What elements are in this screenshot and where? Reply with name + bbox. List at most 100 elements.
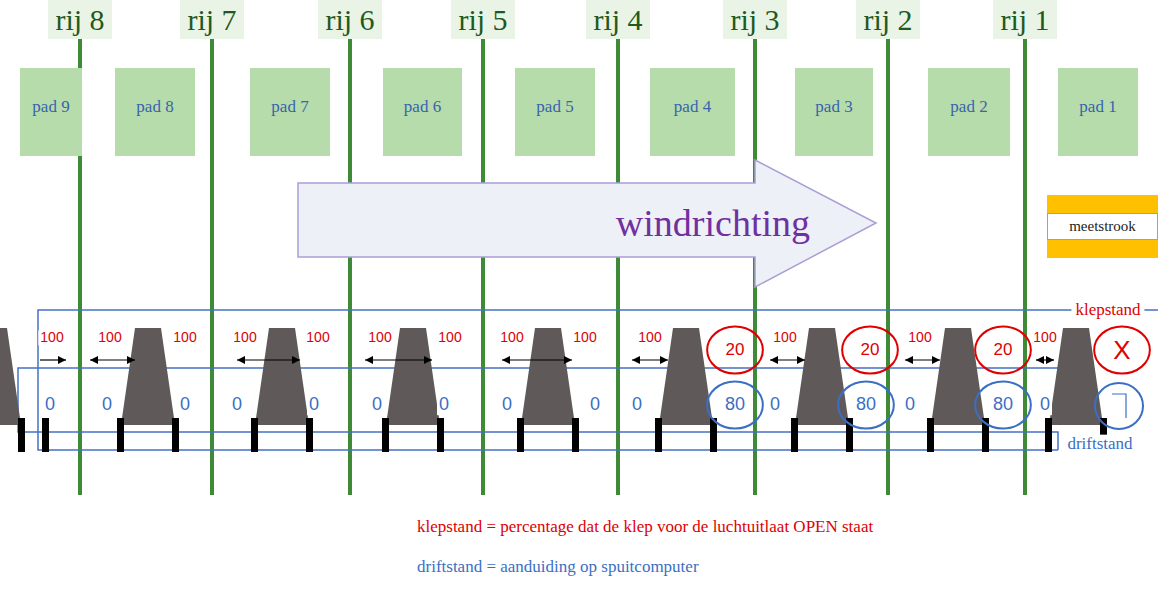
wind-arrow-outline (298, 160, 876, 287)
sprayer-wheel (42, 418, 49, 452)
node-text: 80 (854, 395, 878, 415)
circle-outline (975, 382, 1031, 429)
drift-setting: 0 (903, 395, 917, 415)
node-text: 20 (724, 341, 747, 360)
drift-setting: 0 (43, 395, 57, 415)
valve-setting: 100 (171, 330, 198, 345)
sprayer-icon (117, 328, 179, 452)
drift-setting: 0 (307, 395, 321, 415)
node-text: windrichting (614, 203, 812, 245)
row-label: rij 4 (586, 0, 650, 39)
air-arrow (905, 359, 940, 360)
valve-setting: 100 (96, 330, 123, 345)
node-text: 80 (723, 395, 747, 415)
wind-arrow: windrichting (298, 160, 876, 287)
valve-setting: 100 (436, 330, 463, 345)
node-text: pad 8 (136, 98, 173, 117)
node-text: pad 1 (1079, 98, 1116, 117)
drift-setting: 0 (370, 395, 384, 415)
valve-frame (38, 310, 1158, 450)
row-label: rij 1 (993, 0, 1057, 39)
tree-row-line (210, 0, 214, 495)
sprayer-icon (382, 328, 444, 452)
node-text: rij 7 (187, 3, 236, 36)
drift-setting: 0 (500, 395, 514, 415)
drift-circle: 80 (974, 380, 1032, 430)
valve-circle: X (1093, 325, 1151, 375)
drift-setting: 0 (768, 395, 782, 415)
sprayer-icon (1045, 328, 1107, 452)
node-text: pad 3 (815, 98, 852, 117)
air-arrows (40, 359, 1054, 360)
node-text: pad 5 (536, 98, 573, 117)
valve-setting: 100 (498, 330, 525, 345)
drift-setting: 0 (437, 395, 451, 415)
air-arrow (502, 359, 572, 360)
valve-circle: 20 (841, 325, 899, 375)
node-text: pad 4 (674, 98, 711, 117)
path-box: pad 4 (650, 68, 735, 156)
path-box: pad 7 (250, 68, 330, 156)
air-arrow (770, 359, 805, 360)
row-label: rij 6 (318, 0, 382, 39)
legend-note: driftstand = aanduiding op spuitcomputer (415, 558, 701, 577)
circle-outline (842, 327, 898, 374)
valve-setting: 100 (1031, 330, 1058, 345)
air-arrow (365, 359, 432, 360)
valve-setting: 100 (38, 330, 65, 345)
node-text: rij 1 (1000, 3, 1049, 36)
legend-note: klepstand = percentage dat de klep voor … (415, 518, 875, 537)
drift-setting: 0 (1038, 395, 1052, 415)
air-arrow (1036, 359, 1054, 360)
node-text: pad 7 (271, 98, 308, 117)
node-text: rij 2 (863, 3, 912, 36)
node-text: rij 3 (730, 3, 779, 36)
valve-setting: 100 (636, 330, 663, 345)
sprayer-icon (0, 328, 25, 452)
node-text: rij 5 (458, 3, 507, 36)
drift-circle: 80 (837, 380, 895, 430)
valve-circle: 20 (974, 325, 1032, 375)
path-box: pad 5 (515, 68, 595, 156)
sprayer-icon (517, 328, 579, 452)
node-text: rij 6 (325, 3, 374, 36)
node-text: pad 2 (950, 98, 987, 117)
node-text: rij 4 (593, 3, 642, 36)
row-label: rij 8 (48, 0, 112, 39)
node-text: meetstrook (1069, 218, 1136, 235)
row-label: rij 2 (856, 0, 920, 39)
air-arrow (237, 359, 300, 360)
sprayers (0, 328, 1107, 452)
circle-outline (975, 327, 1031, 374)
node-text: pad 6 (404, 98, 441, 117)
valve-setting: 100 (231, 330, 258, 345)
drift-setting: 0 (230, 395, 244, 415)
node-text: rij 8 (55, 3, 104, 36)
drift-setting: 0 (630, 395, 644, 415)
circle-outline (1094, 327, 1150, 374)
valve-setting: 100 (366, 330, 393, 345)
air-arrow (632, 359, 668, 360)
node-text: 20 (859, 341, 882, 360)
node-text: 20 (992, 341, 1015, 360)
path-box: pad 2 (928, 68, 1010, 156)
drift-circle: 80 (706, 380, 764, 430)
drift-setting: 0 (100, 395, 114, 415)
measuring-strip: meetstrook (1047, 195, 1158, 258)
drift-mark (1112, 394, 1126, 418)
circle-outline (707, 382, 763, 429)
circle-outline (707, 327, 763, 374)
path-box: pad 6 (383, 68, 462, 156)
circle-outline (838, 382, 894, 429)
drift-circle-outline (1095, 383, 1143, 429)
valve-setting: 100 (571, 330, 598, 345)
frame-label: driftstand (1065, 435, 1134, 454)
path-box: pad 1 (1058, 68, 1138, 156)
drift-setting: 0 (588, 395, 602, 415)
row-label: rij 3 (723, 0, 787, 39)
path-box: pad 3 (795, 68, 873, 156)
node-text: X (1111, 336, 1132, 365)
path-box: pad 9 (20, 68, 82, 156)
tree-rows (80, 0, 1025, 495)
